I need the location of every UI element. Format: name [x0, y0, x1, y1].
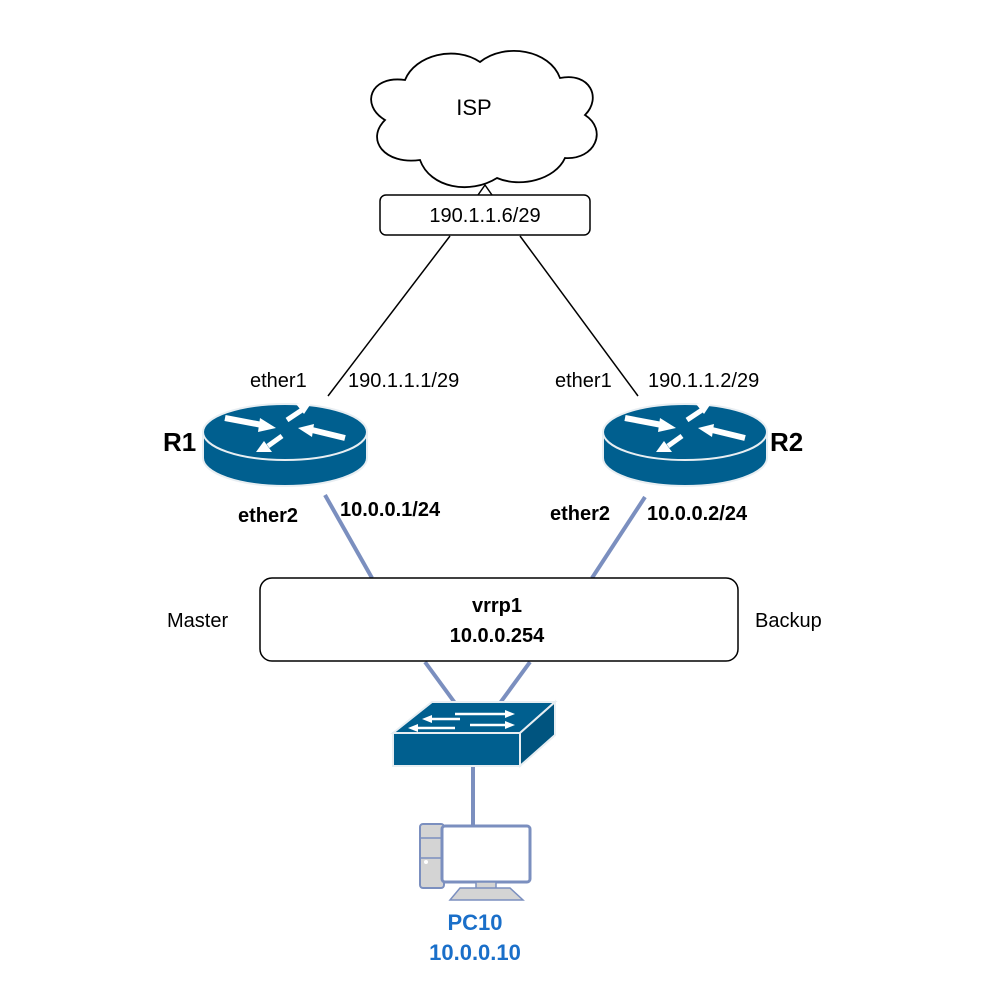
- r2-ether2-label: ether2: [550, 503, 610, 525]
- isp-interface-ip: 190.1.1.6/29: [429, 205, 540, 227]
- r1-ether2-label: ether2: [238, 505, 298, 527]
- isp-connector: [477, 183, 493, 196]
- vrrp-name: vrrp1: [472, 595, 522, 617]
- r1-ether1-label: ether1: [250, 370, 307, 392]
- isp-cloud-icon: [370, 50, 598, 189]
- link-r1-isp: [327, 235, 451, 397]
- link-vrrp-switch-b: [498, 660, 532, 705]
- pc-ip: 10.0.0.10: [429, 940, 521, 965]
- link-r1-vrrp: [323, 494, 374, 579]
- r2-ether1-ip: 190.1.1.2/29: [648, 370, 759, 392]
- pc-name: PC10: [447, 910, 502, 935]
- vrrp-ip: 10.0.0.254: [450, 625, 545, 647]
- link-vrrp-switch-a: [423, 660, 457, 705]
- r2-ether2-ip: 10.0.0.2/24: [647, 503, 748, 525]
- vrrp-box: [259, 577, 739, 662]
- pc-icon: [419, 823, 532, 901]
- r1-ether2-ip: 10.0.0.1/24: [340, 499, 441, 521]
- link-r2-vrrp: [590, 495, 647, 580]
- r1-role-label: Master: [167, 610, 228, 632]
- switch-icon: [390, 699, 558, 769]
- router-r2-icon: [602, 402, 768, 487]
- r2-ether1-label: ether1: [555, 370, 612, 392]
- isp-interface-box: [379, 194, 591, 236]
- router-r1-name: R1: [163, 427, 196, 457]
- link-r2-isp: [519, 235, 639, 397]
- r2-role-label: Backup: [755, 610, 822, 632]
- router-r2-name: R2: [770, 427, 803, 457]
- r1-ether1-ip: 190.1.1.1/29: [348, 370, 459, 392]
- router-r1-icon: [202, 402, 368, 487]
- isp-label: ISP: [456, 95, 491, 120]
